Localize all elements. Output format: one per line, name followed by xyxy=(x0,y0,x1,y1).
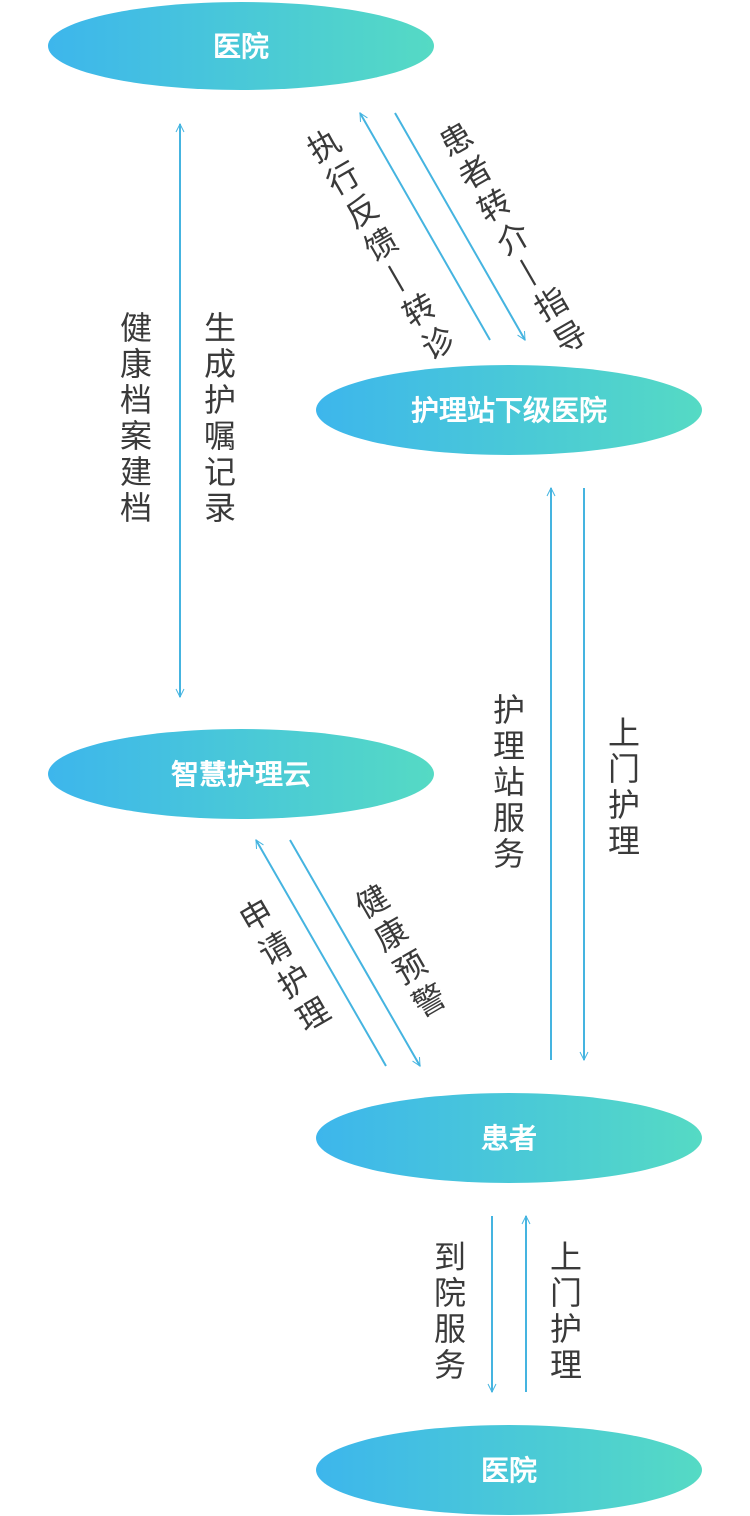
label-hospital-service: 到院服务 xyxy=(429,1240,467,1384)
node-patient-label: 患者 xyxy=(481,1122,537,1155)
node-cloud: 智慧护理云 xyxy=(48,729,434,819)
node-hospital-bottom: 医院 xyxy=(316,1425,702,1515)
arrow-referral-down xyxy=(394,112,526,340)
arrow-feedback-up xyxy=(359,113,491,341)
arrow-apply-up xyxy=(255,840,387,1067)
node-hospital-top: 医院 xyxy=(48,2,434,90)
label-home-nursing-1: 上门护理 xyxy=(603,716,641,860)
node-hospital-top-label: 医院 xyxy=(213,30,269,63)
label-nursing-record: 生成护嘱记录 xyxy=(199,311,237,527)
label-referral-guidance: 患者转介—指导 xyxy=(430,117,596,366)
label-feedback-transfer: 执行反馈—转诊 xyxy=(298,123,464,372)
node-patient: 患者 xyxy=(316,1093,702,1183)
node-substation-label: 护理站下级医院 xyxy=(411,394,607,427)
node-cloud-label: 智慧护理云 xyxy=(171,758,311,791)
label-health-warning: 健康预警 xyxy=(346,879,455,1030)
node-hospital-bottom-label: 医院 xyxy=(481,1454,537,1487)
label-station-service: 护理站服务 xyxy=(488,693,526,873)
label-apply-nursing: 申请护理 xyxy=(230,893,339,1044)
label-health-record: 健康档案建档 xyxy=(115,311,153,527)
node-substation: 护理站下级医院 xyxy=(316,365,702,455)
arrow-warning-down xyxy=(289,839,421,1066)
label-home-nursing-2: 上门护理 xyxy=(545,1240,583,1384)
